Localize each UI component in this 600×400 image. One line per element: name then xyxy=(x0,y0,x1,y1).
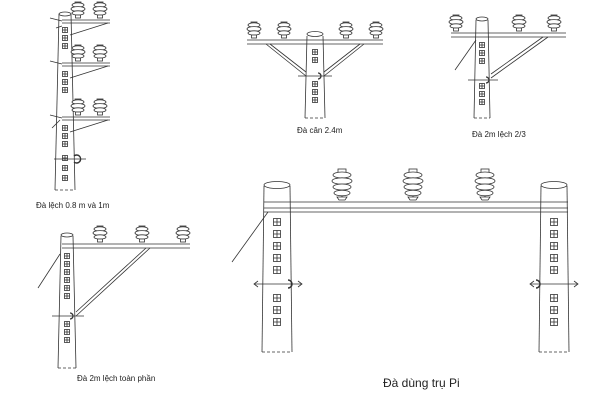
caption-offset-two-thirds: Đà 2m lệch 2/3 xyxy=(472,130,526,139)
pole-balanced-crossarm xyxy=(246,21,384,119)
caption-balanced-crossarm: Đà cân 2.4m xyxy=(297,126,343,135)
pole-offset-crossarm xyxy=(49,1,110,191)
caption-offset-full: Đà 2m lệch toàn phần xyxy=(77,374,156,383)
pole-offset-two-thirds-crossarm xyxy=(448,14,566,119)
caption-offset-crossarm: Đà lệch 0.8 m và 1m xyxy=(36,201,110,210)
pole-offset-full-crossarm xyxy=(37,225,191,369)
caption-pi-pole: Đà dùng trụ Pi xyxy=(383,376,460,390)
pi-pole-crossarm xyxy=(231,168,579,353)
